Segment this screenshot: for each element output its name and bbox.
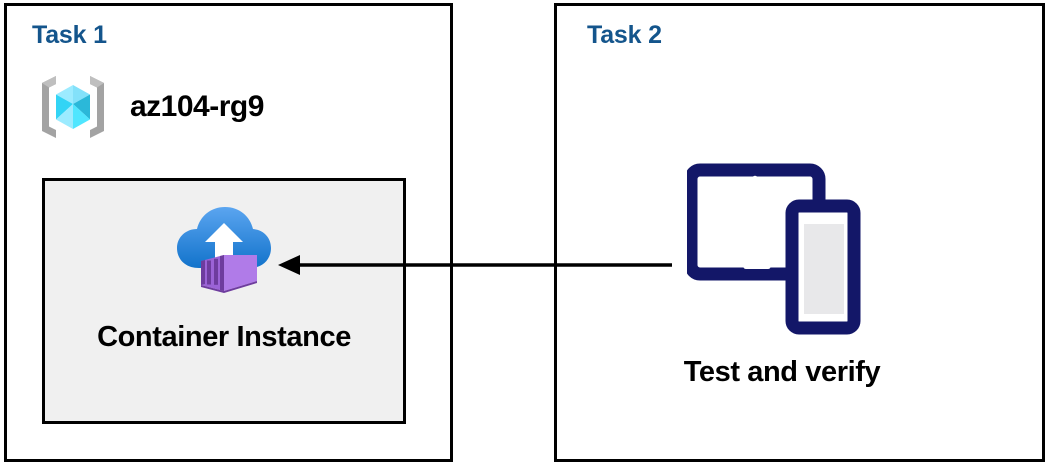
panel-task-1: Task 1 (4, 3, 453, 462)
container-instance-label: Container Instance (97, 321, 351, 353)
devices-tablet-phone-icon (677, 162, 887, 340)
test-and-verify-group: Test and verify (677, 162, 887, 389)
resource-group-row: az104-rg9 (34, 68, 264, 146)
azure-container-instance-icon (175, 203, 273, 295)
panel-title-task-2: Task 2 (587, 21, 662, 49)
panel-task-2: Task 2 Test and verify (554, 3, 1045, 462)
container-instance-box: Container Instance (42, 178, 406, 424)
panel-title-task-1: Task 1 (32, 21, 107, 49)
test-and-verify-label: Test and verify (683, 356, 881, 388)
resource-group-label: az104-rg9 (130, 90, 264, 123)
azure-resource-group-icon (34, 68, 112, 146)
